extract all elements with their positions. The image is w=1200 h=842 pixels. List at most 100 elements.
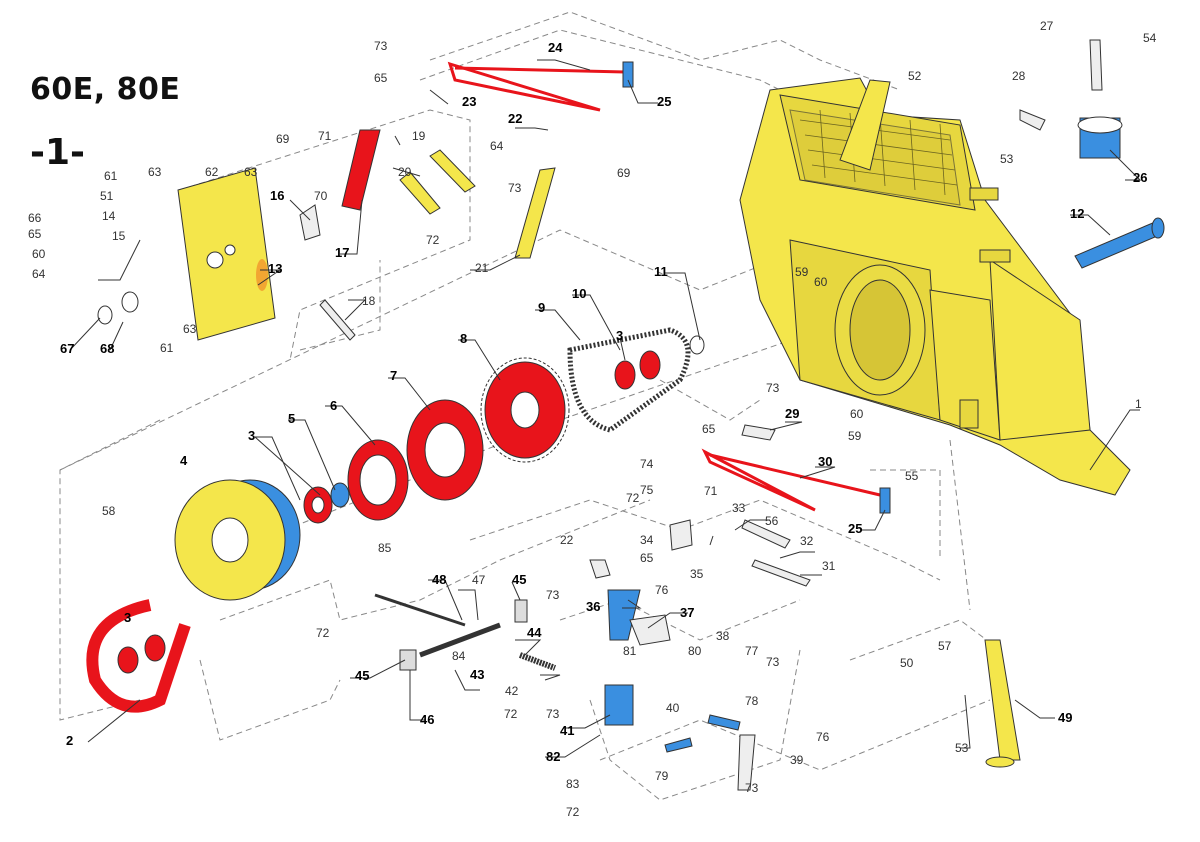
label-37: 37 bbox=[680, 605, 694, 620]
label-82: 82 bbox=[546, 749, 560, 764]
label-27: 27 bbox=[1040, 19, 1054, 33]
label-72b: 72 bbox=[626, 491, 640, 505]
label-40: 40 bbox=[666, 701, 680, 715]
label-83: 83 bbox=[566, 777, 580, 791]
label-48: 48 bbox=[432, 572, 446, 587]
label-22a: 22 bbox=[508, 111, 522, 126]
chain-assembly bbox=[97, 291, 705, 433]
label-66: 66 bbox=[28, 211, 42, 225]
label-60a: 60 bbox=[814, 275, 828, 289]
label-58: 58 bbox=[102, 504, 116, 518]
label-41: 41 bbox=[560, 723, 574, 738]
label-45b: 45 bbox=[355, 668, 369, 683]
label-68: 68 bbox=[100, 341, 114, 356]
label-10: 10 bbox=[572, 286, 586, 301]
label-76a: 76 bbox=[655, 583, 669, 597]
label-73f: 73 bbox=[546, 707, 560, 721]
label-38: 38 bbox=[716, 629, 730, 643]
label-51: 51 bbox=[100, 189, 114, 203]
label-59b: 59 bbox=[848, 429, 862, 443]
label-74: 74 bbox=[640, 457, 654, 471]
label-23: 23 bbox=[462, 94, 476, 109]
label-44: 44 bbox=[527, 625, 542, 640]
label-28: 28 bbox=[1012, 69, 1026, 83]
part-labels: 1 2 3 3 3 4 5 6 7 8 9 10 11 12 13 14 15 … bbox=[28, 19, 1157, 819]
label-72d: 72 bbox=[504, 707, 518, 721]
label-13: 13 bbox=[268, 261, 282, 276]
label-24: 24 bbox=[548, 40, 563, 55]
model-title: 60E, 80E bbox=[30, 72, 181, 107]
label-69b: 69 bbox=[617, 166, 631, 180]
label-61a: 61 bbox=[104, 169, 118, 183]
label-46: 46 bbox=[420, 712, 434, 727]
label-72e: 72 bbox=[566, 805, 580, 819]
label-3a: 3 bbox=[248, 428, 255, 443]
label-65b: 65 bbox=[374, 71, 388, 85]
label-73e: 73 bbox=[766, 655, 780, 669]
label-3b: 3 bbox=[616, 328, 623, 343]
label-54: 54 bbox=[1143, 31, 1157, 45]
label-73g: 73 bbox=[745, 781, 759, 795]
lower-linkage bbox=[299, 39, 1103, 791]
label-63b: 63 bbox=[244, 165, 258, 179]
frame-part-1 bbox=[739, 77, 1131, 496]
label-85: 85 bbox=[378, 541, 392, 555]
label-65d: 65 bbox=[640, 551, 654, 565]
label-60b: 60 bbox=[850, 407, 864, 421]
label-9: 9 bbox=[538, 300, 545, 315]
label-80: 80 bbox=[688, 644, 702, 658]
links bbox=[341, 61, 891, 514]
label-70: 70 bbox=[314, 189, 328, 203]
label-30: 30 bbox=[818, 454, 832, 469]
label-20: 20 bbox=[398, 165, 412, 179]
label-2: 2 bbox=[66, 733, 73, 748]
label-53a: 53 bbox=[1000, 152, 1014, 166]
label-64b: 64 bbox=[490, 139, 504, 153]
label-25a: 25 bbox=[657, 94, 671, 109]
label-34: 34 bbox=[640, 533, 654, 547]
label-63c: 63 bbox=[183, 322, 197, 336]
label-26: 26 bbox=[1133, 170, 1147, 185]
leader-lines bbox=[69, 59, 1142, 758]
label-39: 39 bbox=[790, 753, 804, 767]
label-5: 5 bbox=[288, 411, 295, 426]
label-12: 12 bbox=[1070, 206, 1084, 221]
label-49: 49 bbox=[1058, 710, 1072, 725]
label-55: 55 bbox=[905, 469, 919, 483]
label-42: 42 bbox=[505, 684, 519, 698]
belt-part-2 bbox=[86, 599, 191, 713]
label-73a: 73 bbox=[374, 39, 388, 53]
label-52: 52 bbox=[908, 69, 922, 83]
label-22b: 22 bbox=[560, 533, 574, 547]
label-8: 8 bbox=[460, 331, 467, 346]
label-69a: 69 bbox=[276, 132, 290, 146]
label-32: 32 bbox=[800, 534, 814, 548]
label-16: 16 bbox=[270, 188, 284, 203]
label-71a: 71 bbox=[318, 129, 332, 143]
label-62: 62 bbox=[205, 165, 219, 179]
label-79: 79 bbox=[655, 769, 669, 783]
label-43: 43 bbox=[470, 667, 484, 682]
drum-assembly bbox=[174, 357, 570, 601]
label-72a: 72 bbox=[426, 233, 440, 247]
label-1: 1 bbox=[1135, 397, 1142, 411]
label-4: 4 bbox=[180, 453, 188, 468]
label-3c: 3 bbox=[124, 610, 131, 625]
label-6: 6 bbox=[330, 398, 337, 413]
label-53b: 53 bbox=[955, 741, 969, 755]
plate-part-13 bbox=[177, 167, 276, 341]
label-19: 19 bbox=[412, 129, 426, 143]
label-29: 29 bbox=[785, 406, 799, 421]
label-45a: 45 bbox=[512, 572, 526, 587]
label-56: 56 bbox=[765, 514, 779, 528]
label-59a: 59 bbox=[795, 265, 809, 279]
label-84: 84 bbox=[452, 649, 466, 663]
label-73d: 73 bbox=[546, 588, 560, 602]
label-67: 67 bbox=[60, 341, 74, 356]
label-78: 78 bbox=[745, 694, 759, 708]
sheet-number: -1- bbox=[30, 132, 85, 173]
label-21: 21 bbox=[475, 261, 489, 275]
label-18: 18 bbox=[362, 294, 376, 308]
label-75: 75 bbox=[640, 483, 654, 497]
